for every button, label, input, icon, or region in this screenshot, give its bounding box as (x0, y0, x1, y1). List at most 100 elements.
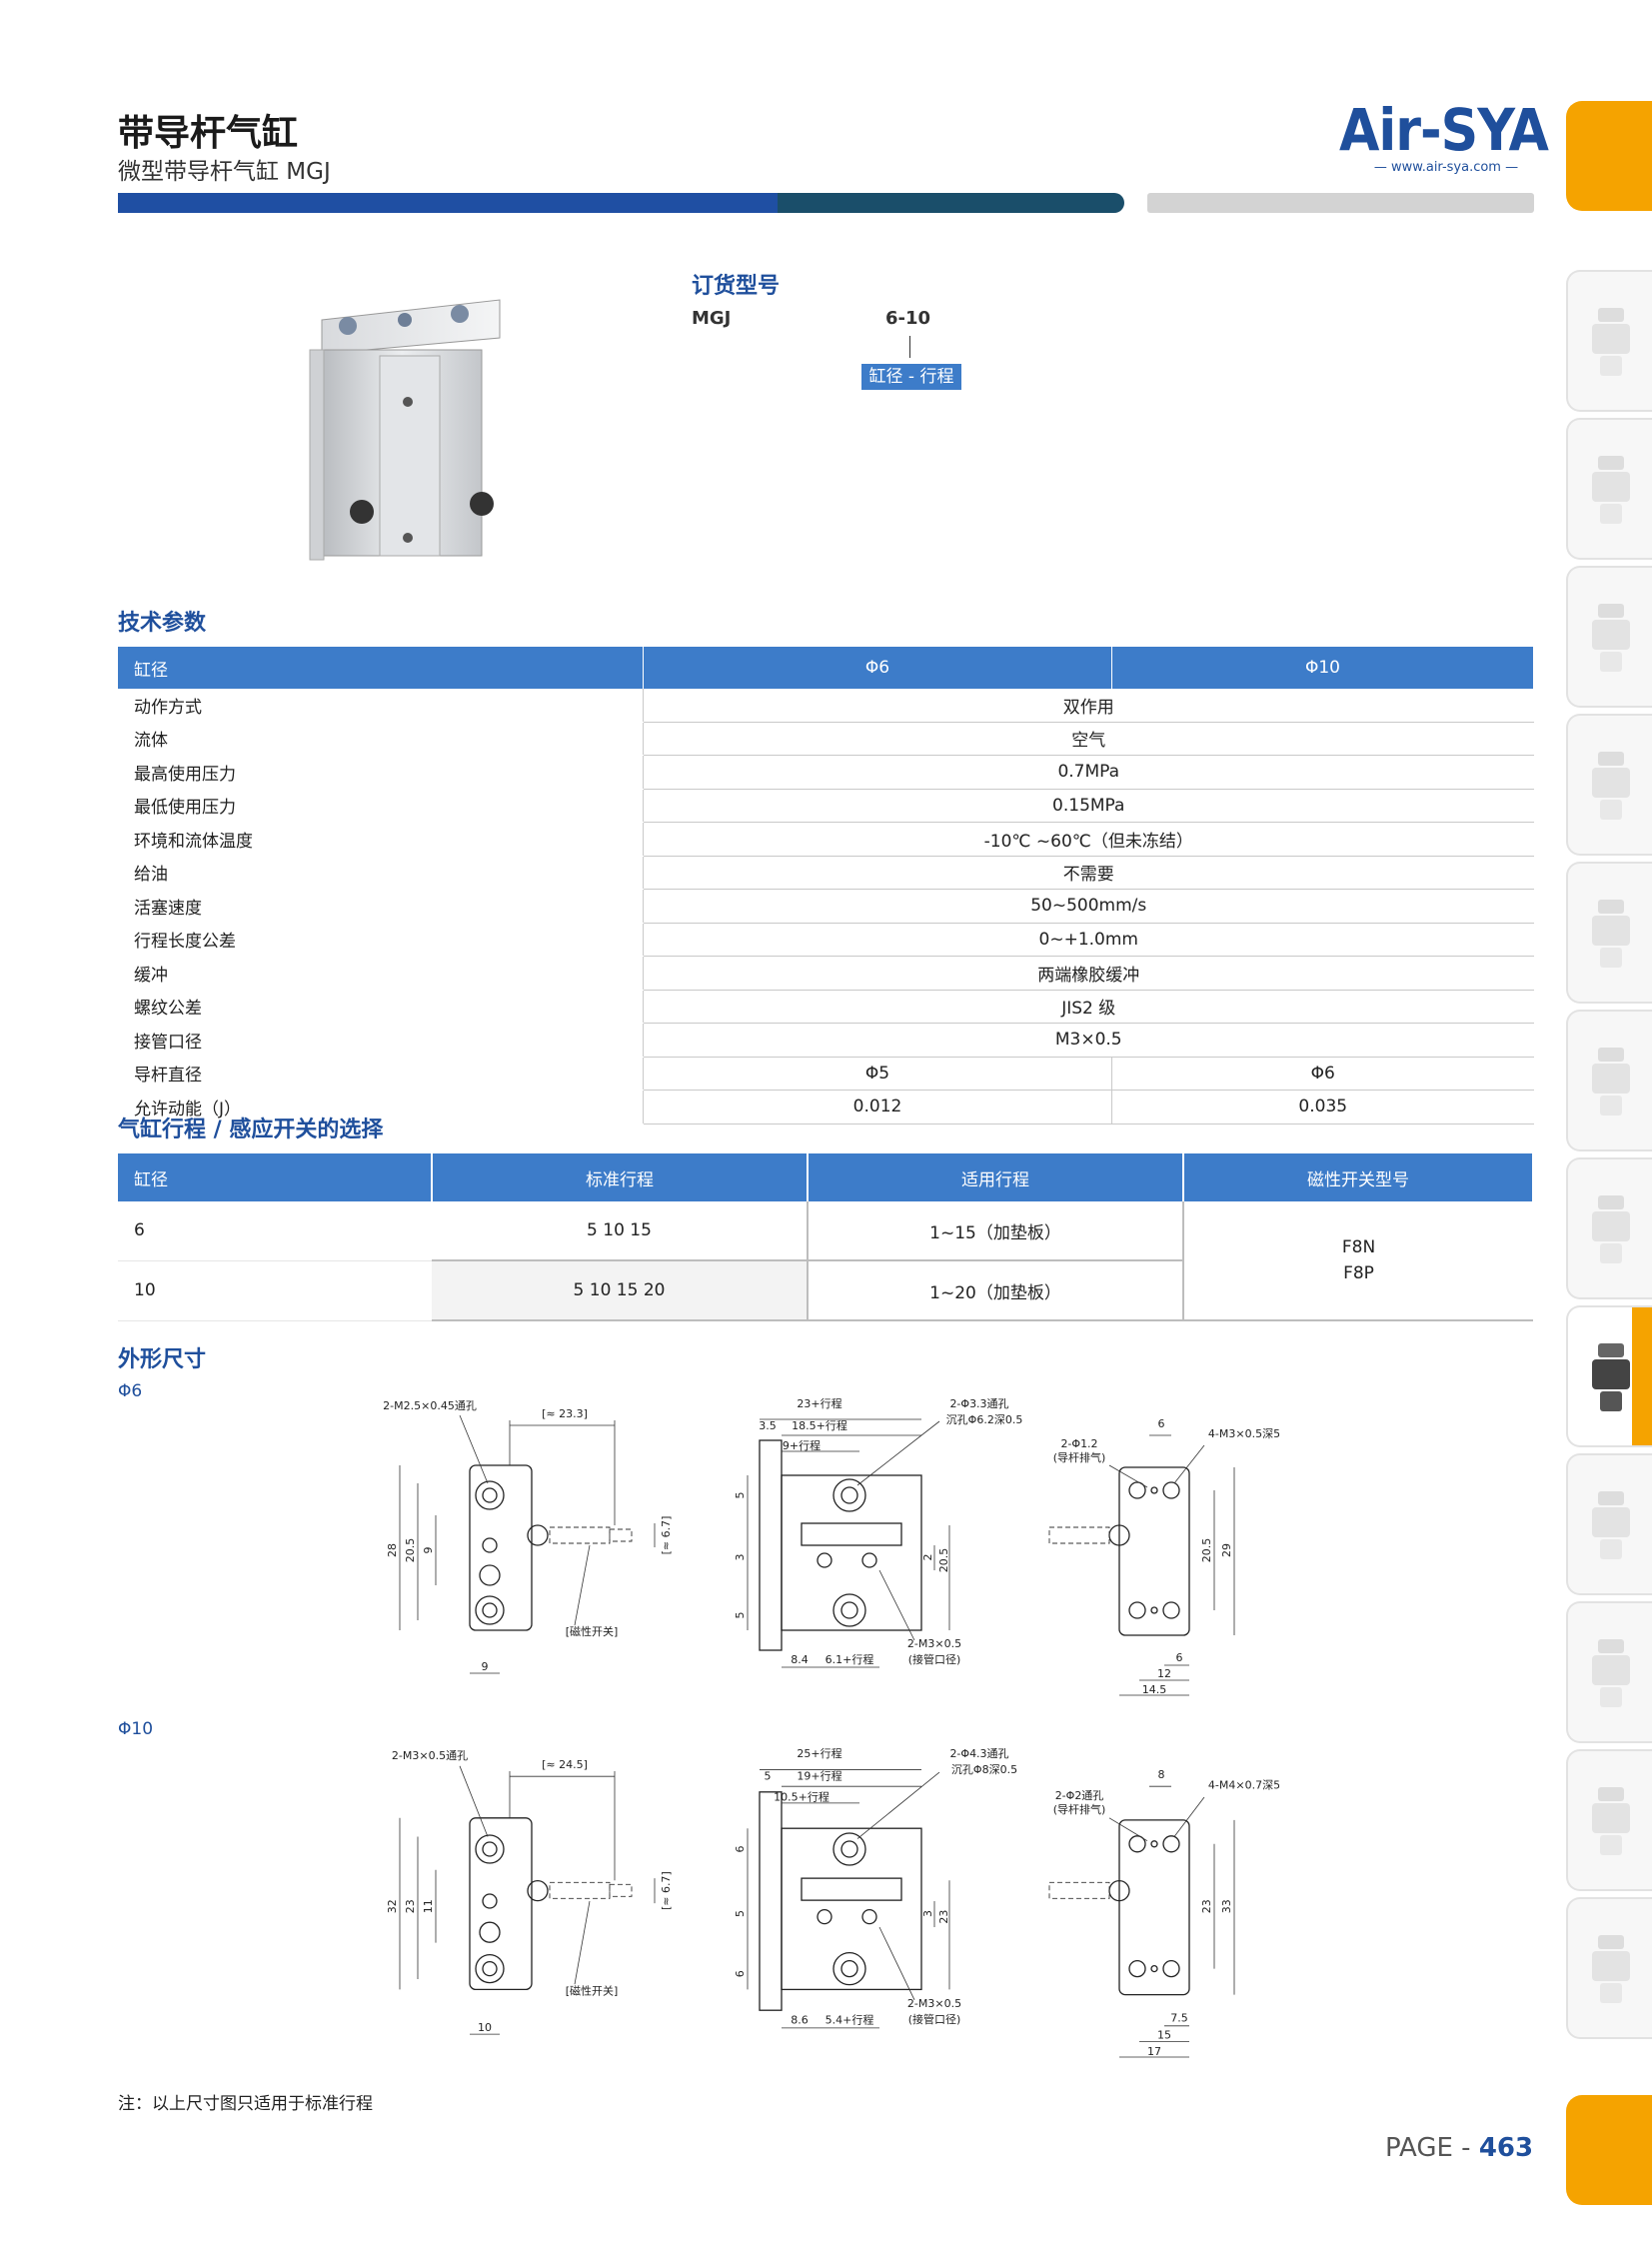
side-tab-lubricator-icon[interactable] (1566, 418, 1652, 560)
cylinder-icon (1592, 900, 1630, 968)
side-tab-actuator-icon[interactable] (1566, 1157, 1652, 1299)
front-view (399, 1414, 656, 1674)
spec-col-phi6: Φ6 (643, 647, 1112, 689)
dim-label: 沉孔Φ8深0.5 (951, 1763, 1017, 1776)
spec-table: 缸径 Φ6 Φ10 动作方式 双作用 流体 空气 最高使用压力 0.7MPa 最… (118, 647, 1534, 1124)
dim-label: 6 (734, 1970, 747, 1977)
spec-value-phi6: Φ5 (643, 1057, 1112, 1091)
dim-label: 2 (921, 1554, 934, 1561)
spec-col-phi10: Φ10 (1111, 647, 1534, 689)
order-heading: 订货型号 (692, 274, 781, 299)
dim-label: [磁性开关] (566, 1984, 619, 1998)
dim-label: 32 (386, 1899, 399, 1913)
side-tab-gripper-icon[interactable] (1566, 1453, 1652, 1595)
filter-icon (1592, 308, 1630, 376)
spec-label: 最高使用压力 (118, 755, 644, 790)
table-row: 行程长度公差 0~+1.0mm (118, 923, 1534, 957)
side-tab-guided-cylinder-icon[interactable] (1566, 1305, 1652, 1447)
spec-heading: 技术参数 (118, 611, 207, 636)
dim-label: 6 (1158, 1417, 1165, 1430)
side-view (747, 1418, 950, 1668)
header-bar-teal (778, 193, 1124, 213)
switch-std: 5 10 15 20 (432, 1260, 808, 1321)
page-subtitle: 微型带导杆气缸 MGJ (118, 159, 331, 185)
table-row: 接管口径 M3×0.5 (118, 1023, 1534, 1058)
lubricator-icon (1592, 456, 1630, 524)
side-tab-valve-icon[interactable] (1566, 714, 1652, 856)
dim-label: 25+行程 (797, 1747, 841, 1760)
dim-label: 4-M3×0.5深5 (1208, 1427, 1279, 1440)
dim-label: 2-Φ4.3通孔 (949, 1747, 1008, 1760)
side-tab-muffler-icon[interactable] (1566, 1749, 1652, 1891)
side-tab-cylinder-icon[interactable] (1566, 862, 1652, 1004)
side-tab-solenoid-icon[interactable] (1566, 1010, 1652, 1151)
actuator-icon (1592, 1195, 1630, 1263)
table-row: 6 5 10 15 1~15（加垫板） F8N F8P (118, 1201, 1533, 1321)
dim-label: [≈ 6.7] (660, 1871, 673, 1910)
dim-label: 6 (1176, 1651, 1183, 1664)
spec-label: 导杆直径 (118, 1057, 644, 1091)
dim-label: 8.6 (791, 2014, 809, 2027)
dim-label: 9 (482, 1660, 489, 1673)
dims-phi10-label: Φ10 (118, 1719, 154, 1739)
switch-model-f8p: F8P (1343, 1263, 1374, 1283)
table-row: 环境和流体温度 -10℃ ~60℃（但未冻结） (118, 822, 1534, 857)
spec-label: 接管口径 (118, 1023, 644, 1058)
dim-label: 28 (386, 1543, 399, 1557)
dim-label: 6 (734, 1846, 747, 1853)
switch-col-bore: 缸径 (118, 1153, 433, 1201)
order-code: 6-10 (885, 308, 931, 329)
side-tab-filter-icon[interactable] (1566, 270, 1652, 412)
switch-model-f8n: F8N (1341, 1237, 1376, 1257)
front-view (399, 1765, 656, 2035)
order-code-label: 缸径 - 行程 (861, 364, 961, 390)
table-row: 缓冲 两端橡胶缓冲 (118, 956, 1534, 991)
dim-label: 7.5 (1170, 2012, 1188, 2025)
spec-label: 给油 (118, 856, 644, 890)
dim-label: 23 (404, 1899, 417, 1913)
dims-heading: 外形尺寸 (118, 1347, 207, 1372)
switch-col-model: 磁性开关型号 (1183, 1153, 1534, 1201)
side-tab-pressure-gauge-icon[interactable] (1566, 566, 1652, 708)
dim-label: 23 (1200, 1899, 1213, 1913)
page-num: 463 (1478, 2133, 1534, 2163)
side-tab-sensor-icon[interactable] (1566, 1897, 1652, 2039)
switch-std: 5 10 15 (432, 1201, 808, 1261)
solenoid-icon (1592, 1048, 1630, 1116)
side-tab-bottom[interactable] (1566, 2095, 1652, 2205)
dim-label: 5.4+行程 (826, 2014, 874, 2027)
dim-label: 3 (921, 1910, 934, 1917)
dim-label: (接管口径) (908, 2012, 961, 2026)
spec-value: 50~500mm/s (643, 889, 1534, 924)
spec-value: 0.15MPa (643, 789, 1534, 823)
order-connector (909, 336, 910, 358)
page-title: 带导杆气缸 (118, 113, 299, 154)
dim-label: 5 (734, 1612, 747, 1619)
spec-value: 0.7MPa (643, 755, 1534, 790)
table-row: 最低使用压力 0.15MPa (118, 789, 1534, 823)
dim-label: 23+行程 (797, 1397, 841, 1410)
guided-cylinder-icon (1592, 1343, 1630, 1411)
dim-label: 11 (422, 1899, 435, 1913)
end-view (1048, 1434, 1235, 1696)
gripper-icon (1592, 1491, 1630, 1559)
table-row: 活塞速度 50~500mm/s (118, 889, 1534, 924)
table-row: 给油 不需要 (118, 856, 1534, 890)
spec-value: M3×0.5 (643, 1023, 1534, 1058)
dim-label: 20.5 (1200, 1538, 1213, 1563)
dim-label: 5 (734, 1910, 747, 1917)
side-tab-top[interactable] (1566, 101, 1652, 211)
spec-label: 环境和流体温度 (118, 822, 644, 857)
dim-label: 14.5 (1142, 1683, 1167, 1696)
dim-label: 10 (478, 2021, 492, 2034)
dim-label: 20.5 (404, 1538, 417, 1563)
spec-value: -10℃ ~60℃（但未冻结） (643, 822, 1534, 857)
spec-label: 缓冲 (118, 956, 644, 991)
switch-col-range: 适用行程 (808, 1153, 1184, 1201)
dim-label: 23 (937, 1910, 950, 1924)
switch-range: 1~15（加垫板） (807, 1201, 1183, 1261)
side-tab-fitting-icon[interactable] (1566, 1601, 1652, 1743)
valve-icon (1592, 752, 1630, 820)
spec-label: 螺纹公差 (118, 990, 644, 1024)
